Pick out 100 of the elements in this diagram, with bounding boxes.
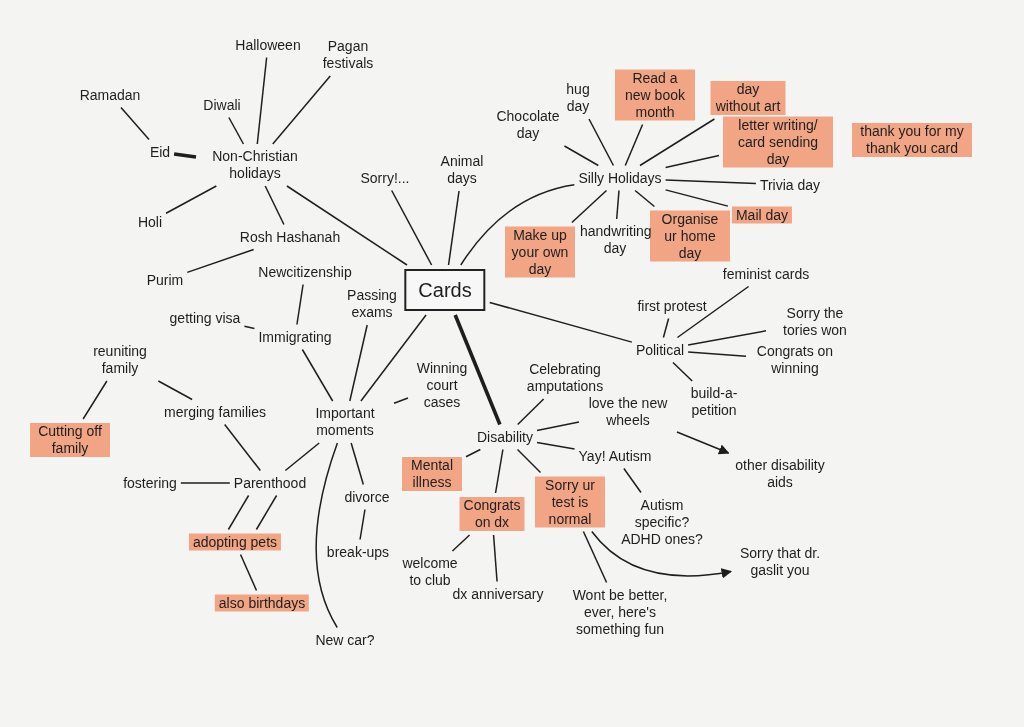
- branch-line: [624, 123, 644, 167]
- branch-line: [243, 325, 256, 330]
- highlighted-topic-text: thank you for my thank you card: [852, 123, 972, 157]
- topic-text: other disability aids: [730, 457, 830, 491]
- branch-line: [536, 421, 580, 432]
- topic-text: handwriting day: [580, 223, 650, 257]
- topic-text: Wont be better, ever, here's something fun: [560, 586, 680, 638]
- highlighted-topic-text: Congrats on dx: [459, 497, 525, 531]
- topic-text: Newcitizenship: [258, 263, 352, 281]
- topic-text: Immigrating: [258, 328, 332, 346]
- topic-text: Political: [635, 341, 685, 359]
- topic-text: Sorry the tories won: [770, 305, 860, 339]
- branch-line: [223, 423, 262, 472]
- topic-text: Animal days: [432, 153, 492, 187]
- arrow: [676, 431, 730, 455]
- branch-line: [301, 348, 334, 402]
- topic-text: Sorry!...: [360, 169, 410, 187]
- topic-text: Pagan festivals: [313, 38, 383, 72]
- branch-line: [286, 185, 408, 266]
- branch-line: [563, 145, 600, 167]
- branch-line: [239, 553, 258, 592]
- branch-line: [296, 283, 304, 326]
- topic-text: first protest: [637, 297, 707, 315]
- branch-line: [687, 351, 747, 358]
- topic-text: Holi: [137, 213, 163, 231]
- branch-line: [390, 189, 433, 266]
- branch-line: [228, 116, 245, 145]
- branch-line: [687, 330, 767, 346]
- branch-line: [664, 154, 720, 169]
- branch-line: [582, 530, 608, 584]
- branch-line: [186, 248, 255, 274]
- branch-line: [588, 118, 615, 167]
- branch-line: [256, 56, 268, 145]
- branch-line: [488, 301, 633, 343]
- branch-line: [676, 285, 750, 339]
- topic-text: Winning court cases: [412, 359, 472, 411]
- highlighted-topic-text: Mental illness: [402, 457, 462, 491]
- branch-line: [634, 189, 656, 208]
- branch-line: [664, 179, 757, 185]
- branch-line: [447, 190, 460, 266]
- topic-text: Passing exams: [342, 287, 402, 321]
- topic-text: Yay! Autism: [578, 447, 652, 465]
- branch-line: [82, 380, 108, 420]
- highlighted-topic-text: letter writing/ card sending day: [723, 116, 833, 168]
- topic-text: Halloween: [235, 36, 301, 54]
- branch-line: [272, 75, 331, 145]
- branch-line: [349, 324, 368, 402]
- branch-line: [664, 189, 729, 207]
- central-topic-box: Cards: [404, 269, 486, 311]
- branch-line: [120, 106, 150, 141]
- branch-line: [157, 380, 193, 401]
- branch-line: [359, 508, 366, 541]
- topic-text: Ramadan: [79, 86, 141, 104]
- branch-line: [662, 317, 670, 339]
- arrow: [591, 530, 733, 579]
- branch-line: [516, 398, 545, 426]
- branch-line: [516, 448, 542, 474]
- topic-text: Parenthood: [233, 474, 307, 492]
- topic-text: Congrats on winning: [750, 343, 840, 377]
- branch-line: [360, 314, 427, 402]
- branch-line: [465, 448, 482, 458]
- branch-line: [672, 361, 693, 382]
- topic-text: Non-Christian holidays: [200, 148, 310, 182]
- branch-line: [284, 442, 320, 472]
- topic-text: Trivia day: [759, 176, 821, 194]
- topic-text: reuniting family: [82, 343, 158, 377]
- branch-line: [165, 185, 218, 215]
- branch-line: [393, 397, 409, 405]
- branch-line: [639, 118, 716, 167]
- topic-text: Sorry that dr. gaslit you: [735, 545, 825, 579]
- branch-line: [350, 442, 365, 486]
- topic-text: Purim: [146, 271, 184, 289]
- topic-text: feminist cards: [722, 265, 810, 283]
- branch-line: [571, 189, 608, 224]
- highlighted-topic-text: Make up your own day: [505, 226, 575, 278]
- topic-text: Diwali: [203, 96, 241, 114]
- topic-text: Rosh Hashanah: [239, 228, 341, 246]
- topic-text: Disability: [477, 428, 533, 446]
- branch-line: [315, 442, 339, 629]
- branch-line: [173, 152, 197, 159]
- branch-line: [264, 185, 285, 226]
- highlighted-topic-text: Sorry ur test is normal: [535, 476, 605, 528]
- branch-line: [492, 534, 498, 583]
- branch-line: [536, 441, 576, 450]
- topic-text: Eid: [149, 143, 171, 161]
- topic-text: getting visa: [169, 309, 241, 327]
- branch-line: [460, 184, 576, 266]
- topic-text: New car?: [315, 631, 375, 649]
- branch-line: [453, 314, 502, 426]
- highlighted-topic-text: Cutting off family: [30, 423, 110, 457]
- topic-text: divorce: [344, 488, 390, 506]
- highlighted-topic-text: Read a new book month: [615, 69, 695, 121]
- branch-line: [623, 467, 642, 494]
- branch-line: [255, 494, 278, 531]
- highlighted-topic-text: Mail day: [731, 206, 793, 224]
- highlighted-topic-text: also birthdays: [214, 594, 310, 612]
- branch-line: [494, 448, 504, 494]
- topic-text: fostering: [123, 474, 177, 492]
- topic-text: break-ups: [326, 543, 390, 561]
- topic-text: Autism specific? ADHD ones?: [617, 496, 707, 548]
